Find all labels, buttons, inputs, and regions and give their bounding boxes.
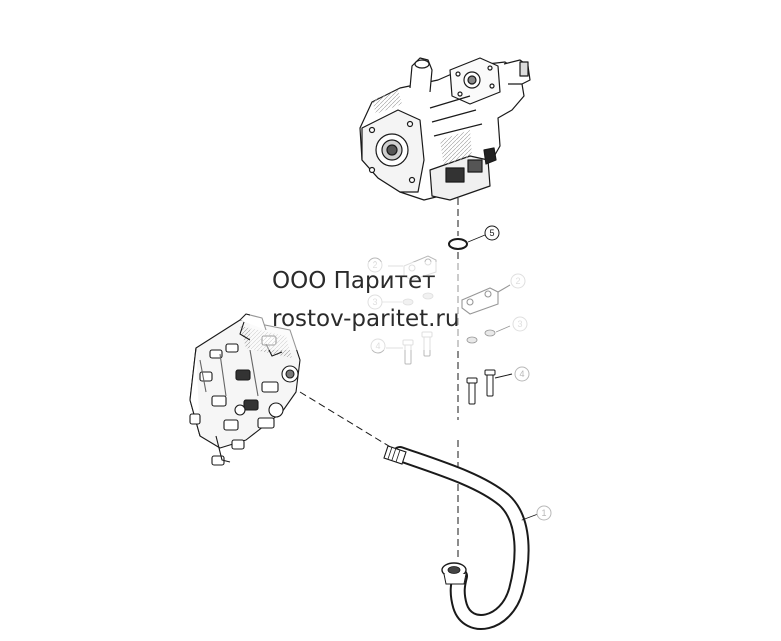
control-valve-block: [189, 313, 301, 466]
callout-5: 5: [484, 225, 500, 241]
callout-4-right-label: 4: [519, 369, 524, 379]
watermark-website: rostov-paritet.ru: [272, 306, 460, 332]
callout-1: 1: [536, 505, 552, 521]
connection-axis: [299, 391, 393, 449]
watermark-background: [250, 262, 540, 350]
hydraulic-hose: [383, 445, 539, 630]
callout-4-right: 4: [514, 366, 530, 382]
callout-1-label: 1: [541, 508, 546, 518]
callout-5-label: 5: [489, 228, 494, 238]
o-ring: [448, 234, 486, 250]
hydraulic-pump: [359, 57, 531, 201]
watermark-company-name: ООО Паритет: [272, 268, 436, 294]
